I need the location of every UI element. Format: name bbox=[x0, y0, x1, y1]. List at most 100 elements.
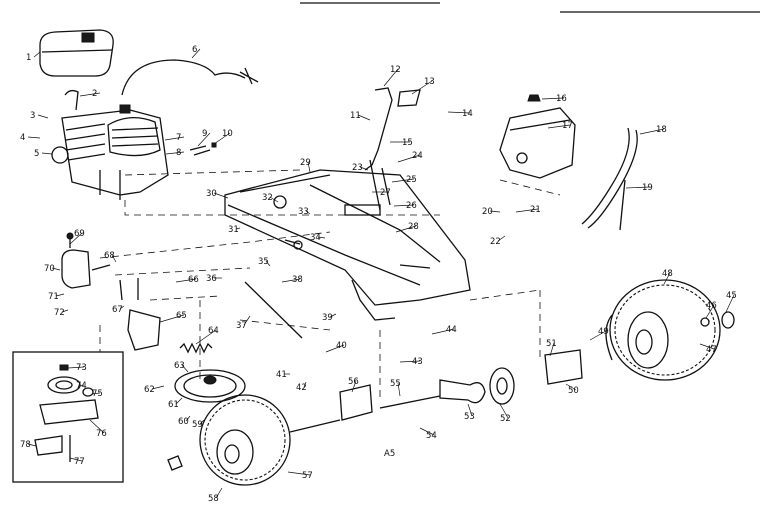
leader-line-30 bbox=[213, 192, 229, 199]
part-label-58: 58 bbox=[208, 494, 219, 504]
leader-line-33 bbox=[305, 210, 311, 215]
wheel-bracket bbox=[544, 349, 583, 385]
leader-line-7 bbox=[164, 136, 185, 141]
part-label-10: 10 bbox=[222, 129, 233, 139]
leader-line-56 bbox=[351, 380, 357, 393]
starter-motor bbox=[61, 232, 111, 289]
leader-line-59 bbox=[199, 419, 205, 425]
part-label-1: 1 bbox=[26, 53, 31, 63]
part-label-38: 38 bbox=[292, 275, 303, 285]
part-label-3: 3 bbox=[30, 111, 35, 121]
part-label-20: 20 bbox=[482, 207, 493, 217]
part-label-64: 64 bbox=[208, 326, 219, 336]
leader-line-3 bbox=[37, 114, 49, 119]
leader-line-16 bbox=[541, 97, 565, 100]
part-label-72: 72 bbox=[54, 308, 65, 318]
leader-line-72 bbox=[61, 309, 69, 313]
part-label-57: 57 bbox=[302, 471, 313, 481]
part-label-39: 39 bbox=[322, 313, 333, 323]
leader-line-10 bbox=[213, 132, 231, 145]
part-label-50: 50 bbox=[568, 386, 579, 396]
tension-spring bbox=[179, 342, 213, 354]
part-label-56: 56 bbox=[348, 377, 359, 387]
leader-line-61 bbox=[175, 397, 183, 405]
part-label-48: 48 bbox=[662, 269, 673, 279]
part-label-75: 75 bbox=[92, 389, 103, 399]
part-label-52: 52 bbox=[500, 414, 511, 424]
leader-line-4 bbox=[27, 136, 41, 139]
part-label-73: 73 bbox=[76, 363, 87, 373]
leader-line-48 bbox=[663, 272, 671, 285]
leader-line-52 bbox=[499, 403, 509, 419]
part-label-22: 22 bbox=[490, 237, 501, 247]
part-label-19: 19 bbox=[642, 183, 653, 193]
part-label-21: 21 bbox=[530, 205, 541, 215]
part-label-37: 37 bbox=[236, 321, 247, 331]
leader-line-25 bbox=[391, 178, 415, 183]
leader-line-40 bbox=[325, 344, 345, 353]
part-label-11: 11 bbox=[350, 111, 361, 121]
leader-line-37 bbox=[243, 315, 251, 326]
part-label-43: 43 bbox=[412, 357, 423, 367]
part-label-2: 2 bbox=[92, 89, 97, 99]
leader-line-65 bbox=[159, 314, 185, 323]
leader-line-35 bbox=[265, 260, 271, 267]
part-label-36: 36 bbox=[206, 274, 217, 284]
part-label-35: 35 bbox=[258, 257, 269, 267]
part-label-9: 9 bbox=[202, 129, 207, 139]
part-label-41: 41 bbox=[276, 370, 287, 380]
part-label-67: 67 bbox=[112, 305, 123, 315]
part-label-23: 23 bbox=[352, 163, 363, 173]
leader-line-34 bbox=[317, 236, 326, 239]
leader-line-24 bbox=[397, 154, 421, 163]
part-label-17: 17 bbox=[562, 121, 573, 131]
leader-line-50 bbox=[565, 383, 577, 391]
part-label-28: 28 bbox=[408, 222, 419, 232]
part-label-63: 63 bbox=[174, 361, 185, 371]
leader-line-53 bbox=[467, 403, 473, 417]
part-label-45: 45 bbox=[726, 291, 737, 301]
part-label-7: 7 bbox=[176, 133, 181, 143]
leader-line-14 bbox=[447, 111, 471, 114]
part-label-54: 54 bbox=[426, 431, 437, 441]
leader-line-66 bbox=[175, 278, 197, 283]
throttle-cable bbox=[121, 59, 246, 96]
front-wheel bbox=[199, 394, 291, 486]
rear-wheel bbox=[605, 279, 721, 381]
leader-line-45 bbox=[725, 294, 735, 313]
part-label-34: 34 bbox=[310, 233, 321, 243]
part-label-6: 6 bbox=[192, 45, 197, 55]
leader-line-26 bbox=[393, 204, 415, 207]
leader-line-75 bbox=[91, 392, 101, 395]
fuel-tank bbox=[39, 29, 114, 77]
part-label-12: 12 bbox=[390, 65, 401, 75]
part-label-49: 49 bbox=[598, 327, 609, 337]
part-label-59: 59 bbox=[192, 420, 203, 430]
leader-line-12 bbox=[383, 68, 399, 87]
reservoir-tank bbox=[499, 94, 576, 179]
leader-line-69 bbox=[69, 232, 83, 245]
leader-line-20 bbox=[489, 210, 501, 213]
part-label-44: 44 bbox=[446, 325, 457, 335]
leader-line-31 bbox=[235, 227, 241, 230]
part-label-33: 33 bbox=[298, 207, 309, 217]
reference-label-a5: A5 bbox=[384, 449, 395, 459]
part-label-68: 68 bbox=[104, 251, 115, 261]
leader-line-76 bbox=[89, 419, 105, 434]
part-label-31: 31 bbox=[228, 225, 239, 235]
leader-line-51 bbox=[549, 342, 555, 357]
part-label-30: 30 bbox=[206, 189, 217, 199]
part-label-18: 18 bbox=[656, 125, 667, 135]
part-label-24: 24 bbox=[412, 151, 423, 161]
leader-line-70 bbox=[51, 267, 61, 271]
leader-line-19 bbox=[625, 186, 651, 189]
part-label-5: 5 bbox=[34, 149, 39, 159]
main-frame bbox=[224, 169, 471, 321]
front-hub-cap bbox=[167, 455, 183, 471]
part-label-14: 14 bbox=[462, 109, 473, 119]
hub-cap bbox=[721, 311, 735, 329]
leader-line-73 bbox=[67, 366, 85, 369]
mounting-bracket bbox=[127, 309, 161, 351]
